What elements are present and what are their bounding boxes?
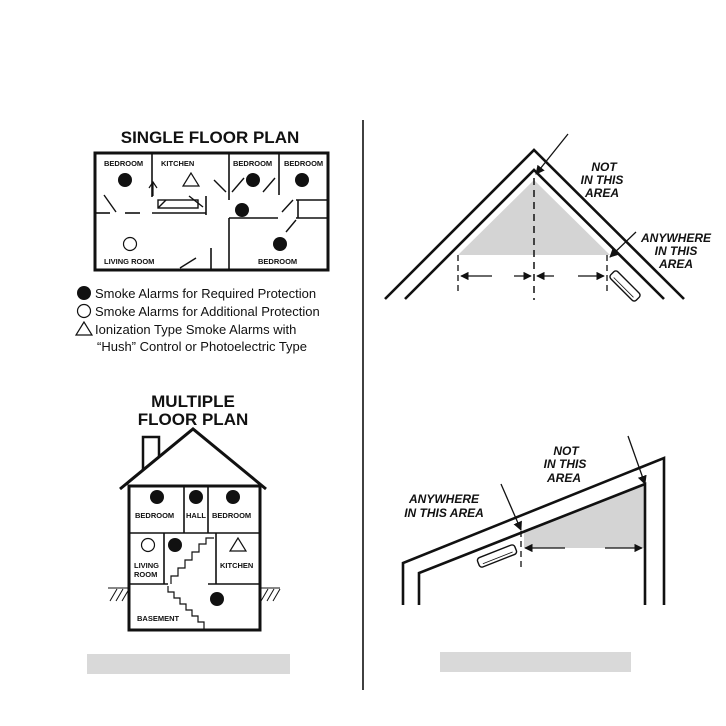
house-outline	[127, 484, 262, 632]
callout-not-3: AREA	[584, 186, 619, 200]
required-alarm-icon	[246, 173, 260, 187]
additional-alarm-icon	[122, 236, 138, 252]
ceiling-outer	[401, 456, 666, 605]
required-alarm-icon	[118, 173, 132, 187]
legend: Smoke Alarms for Required Protection Smo…	[74, 286, 320, 354]
house-label-bedroom-left: BEDROOM	[135, 511, 174, 520]
house-interior	[129, 486, 260, 630]
room-label-bedroom-right: BEDROOM	[284, 159, 323, 168]
required-alarm-icon	[189, 490, 203, 504]
sloped-ceiling-diagram: NOT IN THIS AREA ANYWHERE IN THIS AREA	[401, 435, 666, 605]
single-floor-title: SINGLE FLOOR PLAN	[121, 128, 300, 147]
callout-anywhere-2: IN THIS	[655, 244, 698, 258]
callout-not-2: IN THIS	[581, 173, 624, 187]
roof-outer	[384, 148, 685, 300]
chimney	[141, 435, 161, 470]
required-alarm-icon	[226, 490, 240, 504]
single-floor-plan: SINGLE FLOOR PLAN	[93, 128, 330, 272]
smoke-alarm-device-icon	[609, 270, 641, 302]
multiple-floor-title-1: MULTIPLE	[151, 392, 235, 411]
multiple-floor-title-2: FLOOR PLAN	[138, 410, 249, 429]
callout-anywhere-1: ANYWHERE	[640, 231, 712, 245]
room-label-living-room: LIVING ROOM	[104, 257, 154, 266]
house-label-hall: HALL	[186, 511, 206, 520]
ground-hatching	[108, 587, 281, 602]
legend-ionization-label-1: Ionization Type Smoke Alarms with	[95, 322, 296, 337]
legend-required-icon	[77, 286, 91, 300]
callout-anywhere-2: IN THIS AREA	[404, 506, 484, 520]
no-alarm-zone	[524, 484, 645, 548]
callout-not-1: NOT	[591, 160, 618, 174]
roof-inner	[404, 168, 665, 300]
callout-pointer-not	[535, 133, 569, 175]
required-alarm-icon	[273, 237, 287, 251]
house-label-bedroom-right: BEDROOM	[212, 511, 251, 520]
legend-additional-icon	[76, 303, 92, 319]
house-label-basement: BASEMENT	[137, 614, 180, 623]
additional-alarm-icon	[140, 537, 156, 553]
ionization-alarm-icon	[228, 536, 248, 552]
interior-walls	[95, 153, 328, 270]
legend-required-label: Smoke Alarms for Required Protection	[95, 286, 316, 301]
required-alarm-icon	[295, 173, 309, 187]
callout-anywhere-1: ANYWHERE	[408, 492, 480, 506]
room-label-bedroom-left: BEDROOM	[104, 159, 143, 168]
callout-pointer-not	[627, 435, 647, 485]
ceiling-inner	[417, 482, 647, 605]
required-alarm-icon	[235, 203, 249, 217]
room-label-kitchen: KITCHEN	[161, 159, 194, 168]
ionization-alarm-icon	[181, 171, 201, 187]
legend-ionization-label-2: “Hush” Control or Photoelectric Type	[97, 339, 307, 354]
callout-pointer-anywhere	[500, 483, 522, 531]
required-alarm-icon	[210, 592, 224, 606]
callout-not-2: IN THIS	[544, 457, 587, 471]
house-label-living-1: LIVING	[134, 561, 159, 570]
roof	[119, 427, 267, 491]
callout-pointer-anywhere	[609, 231, 637, 258]
callout-not-1: NOT	[553, 444, 580, 458]
legend-additional-label: Smoke Alarms for Additional Protection	[95, 304, 320, 319]
legend-ionization-icon	[74, 320, 94, 336]
door-swings	[103, 177, 297, 269]
required-alarm-icon	[150, 490, 164, 504]
multiple-floor-plan: MULTIPLE FLOOR PLAN	[108, 392, 281, 632]
house-label-living-2: ROOM	[134, 570, 157, 579]
caption-bar-right	[440, 652, 631, 672]
caption-bar-left	[87, 654, 290, 674]
peaked-ceiling-diagram: NOT IN THIS AREA ANYWHERE IN THIS AREA	[384, 133, 712, 302]
callout-not-3: AREA	[546, 471, 581, 485]
required-alarm-icon	[168, 538, 182, 552]
room-label-bedroom-mid: BEDROOM	[233, 159, 272, 168]
callout-anywhere-3: AREA	[658, 257, 693, 271]
house-label-kitchen: KITCHEN	[220, 561, 253, 570]
smoke-alarm-device-icon	[476, 544, 518, 568]
room-label-bedroom-bottom: BEDROOM	[258, 257, 297, 266]
